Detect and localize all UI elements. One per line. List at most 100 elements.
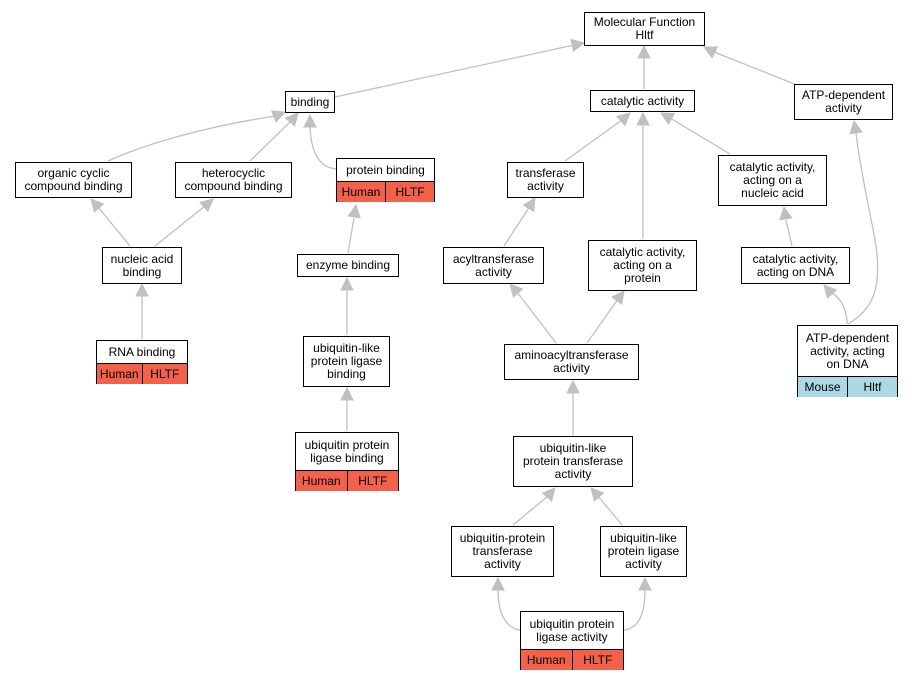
edge-binding-to-root-arrowhead xyxy=(570,38,586,53)
edge-ubllig-to-enzbind-arrowhead xyxy=(340,276,354,291)
edge-ubptrans-to-ubltrans-arrowhead xyxy=(541,487,556,502)
node-label: ubiquitin-protein transferase activity xyxy=(459,531,546,571)
edge-catnucl-to-catalytic xyxy=(669,117,731,155)
node-label: catalytic activity xyxy=(600,93,685,108)
edge-enzbind-to-protbind-arrowhead xyxy=(347,203,361,219)
edge-binding-to-root xyxy=(334,44,575,98)
species-badge: Human xyxy=(337,182,385,202)
node-label: acyltransferase activity xyxy=(452,251,535,279)
edge-catdna-to-catnucl xyxy=(785,219,793,247)
node-label: nucleic acid binding xyxy=(110,251,174,279)
species-badge: Human xyxy=(296,471,347,491)
node-ubiquitin-like-protein-ligase-activity[interactable]: ubiquitin-like protein ligase activity xyxy=(600,526,687,577)
edge-orgcyc-to-binding-arrowhead xyxy=(270,110,287,123)
node-label: catalytic activity, acting on DNA xyxy=(752,251,839,279)
node-ubiquitin-like-protein-ligase-binding[interactable]: ubiquitin-like protein ligase binding xyxy=(303,336,390,387)
node-aminoacyltransferase-activity[interactable]: aminoacyltransferase activity xyxy=(504,344,639,380)
gene-badge: HLTF xyxy=(141,364,187,384)
node-ubiquitin-protein-transferase-activity[interactable]: ubiquitin-protein transferase activity xyxy=(451,526,554,577)
edge-aminoacyl-to-acyl xyxy=(516,291,557,344)
node-catalytic-activity[interactable]: catalytic activity xyxy=(590,90,695,112)
node-rna-binding[interactable]: RNA binding Human HLTF xyxy=(96,340,188,384)
node-label: ubiquitin protein ligase activity xyxy=(529,616,615,644)
node-protein-binding[interactable]: protein binding Human HLTF xyxy=(336,158,435,202)
node-molecular-function[interactable]: Molecular Function Hltf xyxy=(584,12,705,46)
node-binding[interactable]: binding xyxy=(285,91,335,113)
edge-protbind-to-binding xyxy=(309,126,338,170)
node-label: catalytic activity, acting on a nucleic … xyxy=(729,160,816,200)
node-label: RNA binding xyxy=(108,344,176,359)
edge-catalytic-to-root-arrowhead xyxy=(637,44,651,59)
edge-catnucl-to-catalytic-arrowhead xyxy=(660,112,676,126)
node-label: ATP-dependent activity, acting on DNA xyxy=(805,330,890,371)
edge-ubligbind-to-ubllig-arrowhead xyxy=(340,386,354,401)
node-label: binding xyxy=(290,94,330,109)
edge-ublligact-to-ubltrans xyxy=(597,495,623,526)
edge-ubptrans-to-ubltrans xyxy=(512,495,549,526)
node-label: heterocyclic compound binding xyxy=(184,166,283,193)
edge-nucacid-to-orgcyc-arrowhead xyxy=(90,198,105,213)
node-catalytic-activity-nucleic-acid[interactable]: catalytic activity, acting on a nucleic … xyxy=(718,155,827,206)
edge-ubligact-to-ublligact-arrowhead xyxy=(638,576,652,591)
gene-badge: Hltf xyxy=(847,377,897,397)
node-catalytic-activity-dna[interactable]: catalytic activity, acting on DNA xyxy=(741,247,850,284)
node-label: protein binding xyxy=(346,162,425,177)
node-label: ATP-dependent activity xyxy=(801,88,886,115)
edge-rnabind-to-nucacid-arrowhead xyxy=(135,282,149,297)
edge-aminoacyl-to-acyl-arrowhead xyxy=(509,283,524,298)
edge-atpdna-to-catdna-arrowhead xyxy=(823,284,838,299)
node-label: catalytic activity, acting on a protein xyxy=(599,245,686,285)
edge-nucacid-to-hetero-arrowhead xyxy=(199,198,214,213)
edge-enzbind-to-protbind xyxy=(347,217,355,254)
edge-ublligact-to-ubltrans-arrowhead xyxy=(590,487,605,502)
edge-atpdna-to-atpdep-arrowhead xyxy=(849,119,863,135)
annotation-row: Mouse Hltf xyxy=(798,376,897,397)
edge-atpdna-to-catdna xyxy=(829,291,848,325)
species-badge: Human xyxy=(97,364,142,384)
node-transferase-activity[interactable]: transferase activity xyxy=(507,162,584,198)
node-enzyme-binding[interactable]: enzyme binding xyxy=(297,254,399,277)
edge-catprot-to-catalytic-arrowhead xyxy=(636,111,650,126)
node-label: ubiquitin protein ligase binding xyxy=(304,437,390,465)
edge-ubltrans-to-aminoacyl-arrowhead xyxy=(566,379,580,394)
annotation-row: Human HLTF xyxy=(97,363,187,384)
edge-hetero-to-binding xyxy=(249,120,292,162)
node-ubiquitin-protein-ligase-binding[interactable]: ubiquitin protein ligase binding Human H… xyxy=(295,432,399,491)
node-acyltransferase-activity[interactable]: acyltransferase activity xyxy=(443,247,544,284)
node-organic-cyclic-compound-binding[interactable]: organic cyclic compound binding xyxy=(15,162,132,198)
edge-transferase-to-catalytic-arrowhead xyxy=(616,112,631,127)
node-label: ubiquitin-like protein ligase binding xyxy=(310,341,383,381)
node-label: ubiquitin-like protein ligase activity xyxy=(607,531,680,571)
edge-atpdep-to-root-arrowhead xyxy=(702,46,719,59)
edge-aminoacyl-to-catprot xyxy=(586,298,619,344)
edge-ubligact-to-ubptrans-arrowhead xyxy=(491,576,505,591)
gene-badge: HLTF xyxy=(346,471,398,491)
node-label: ubiquitin-like protein transferase activ… xyxy=(522,441,624,481)
annotation-row: Human HLTF xyxy=(521,649,623,670)
edge-protbind-to-binding-arrowhead xyxy=(303,113,317,128)
node-label: transferase activity xyxy=(515,166,576,193)
node-nucleic-acid-binding[interactable]: nucleic acid binding xyxy=(102,247,182,284)
annotation-row: Human HLTF xyxy=(337,181,434,202)
edge-aminoacyl-to-catprot-arrowhead xyxy=(611,290,625,306)
edge-ubligact-to-ublligact xyxy=(623,589,646,631)
edge-hetero-to-binding-arrowhead xyxy=(284,112,299,127)
edge-atpdna-to-atpdep xyxy=(847,132,879,325)
node-ubiquitin-protein-ligase-activity[interactable]: ubiquitin protein ligase activity Human … xyxy=(520,611,624,670)
gene-badge: HLTF xyxy=(385,182,434,202)
node-label: Molecular Function Hltf xyxy=(593,15,696,42)
node-heterocyclic-compound-binding[interactable]: heterocyclic compound binding xyxy=(175,162,292,198)
species-badge: Mouse xyxy=(798,377,847,397)
node-atp-dependent-activity[interactable]: ATP-dependent activity xyxy=(794,84,893,120)
node-catalytic-activity-protein[interactable]: catalytic activity, acting on a protein xyxy=(588,240,697,291)
node-label: enzyme binding xyxy=(305,258,391,272)
edge-transferase-to-catalytic xyxy=(564,119,623,162)
node-label: organic cyclic compound binding xyxy=(24,166,123,193)
species-badge: Human xyxy=(521,650,572,670)
edge-nucacid-to-hetero xyxy=(154,205,206,247)
edge-atpdep-to-root xyxy=(713,51,798,86)
edge-ubligact-to-ubptrans xyxy=(497,589,521,631)
node-ubiquitin-like-protein-transferase-activity[interactable]: ubiquitin-like protein transferase activ… xyxy=(513,436,633,487)
node-atp-dependent-activity-dna[interactable]: ATP-dependent activity, acting on DNA Mo… xyxy=(797,325,898,397)
